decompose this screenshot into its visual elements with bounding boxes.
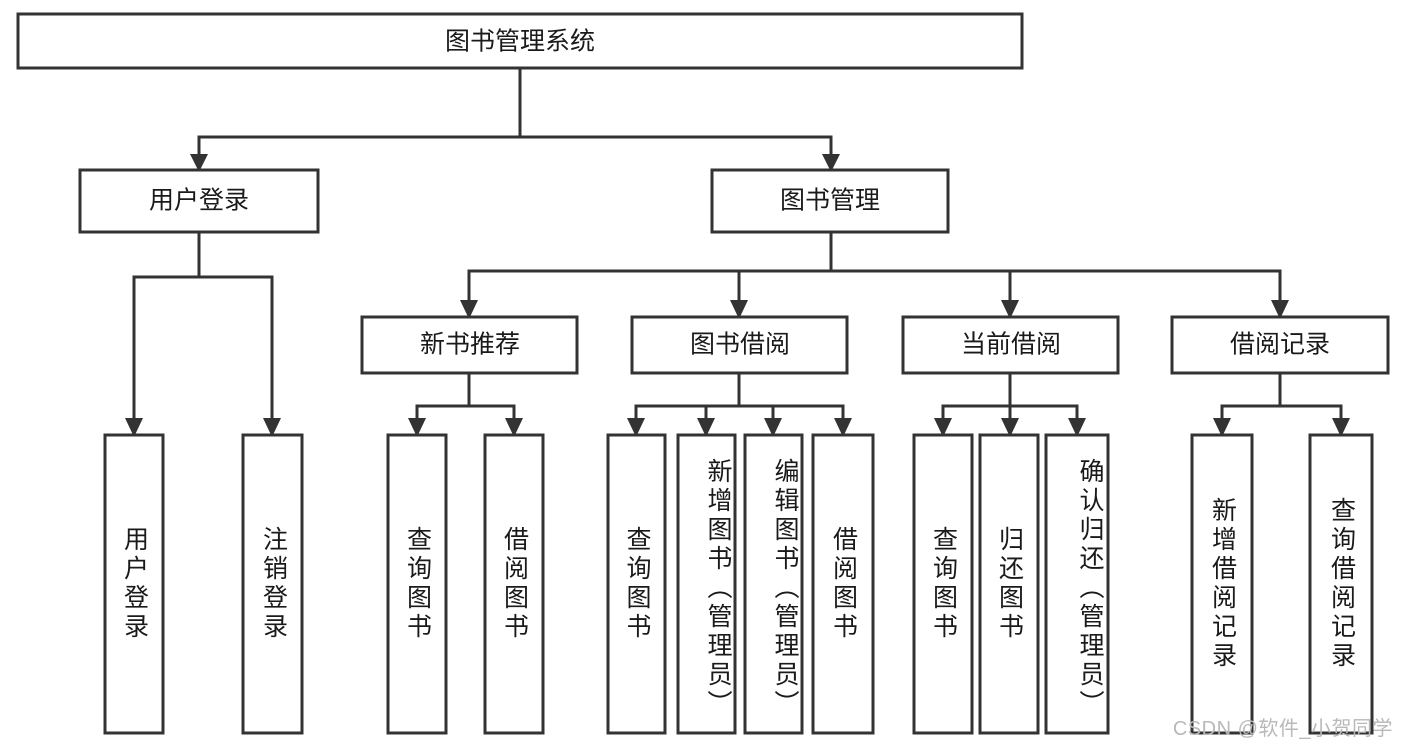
leaf-rect-logout[interactable] bbox=[241, 433, 304, 735]
node-new-book-recommend-label: 新书推荐 bbox=[420, 331, 520, 359]
arrowhead-cu-leaf2 bbox=[1001, 418, 1019, 437]
node-book-borrow[interactable]: 图书借阅 bbox=[630, 315, 849, 375]
node-current-borrow-label: 当前借阅 bbox=[961, 331, 1061, 359]
arrowhead-records bbox=[1271, 300, 1289, 319]
node-user-login-rect[interactable] bbox=[78, 168, 320, 234]
leaf-rect-add-book[interactable] bbox=[676, 433, 737, 735]
node-borrow-records[interactable]: 借阅记录 bbox=[1170, 315, 1390, 375]
arrowhead-nb-leaf2 bbox=[505, 418, 523, 437]
arrowhead-logout-leaf bbox=[263, 418, 281, 437]
node-current-borrow-rect[interactable] bbox=[901, 315, 1120, 375]
arrowhead-cu-leaf3 bbox=[1068, 418, 1086, 437]
leaf-rect-query-book-2[interactable] bbox=[606, 433, 667, 735]
leaf-rect-query-book-1[interactable] bbox=[386, 433, 448, 735]
node-book-management-label: 图书管理 bbox=[780, 187, 880, 215]
node-borrow-records-label: 借阅记录 bbox=[1230, 331, 1330, 359]
connectors bbox=[125, 66, 1350, 437]
leaf-rects bbox=[103, 433, 1374, 735]
arrowhead-bo-leaf3 bbox=[764, 418, 782, 437]
node-book-management[interactable]: 图书管理 bbox=[710, 168, 950, 234]
arrowhead-bookmgmt bbox=[822, 154, 840, 172]
leaf-rect-edit-book[interactable] bbox=[743, 433, 804, 735]
node-current-borrow[interactable]: 当前借阅 bbox=[901, 315, 1120, 375]
arrowhead-bo-leaf2 bbox=[697, 418, 715, 437]
arrowhead-re-leaf1 bbox=[1213, 418, 1231, 437]
node-new-book-recommend[interactable]: 新书推荐 bbox=[360, 315, 579, 375]
arrowhead-login bbox=[190, 154, 208, 172]
node-book-management-rect[interactable] bbox=[710, 168, 950, 234]
leaf-rect-borrow-book-1[interactable] bbox=[483, 433, 545, 735]
arrowhead-nb-leaf1 bbox=[408, 418, 426, 437]
arrowhead-bo-leaf4 bbox=[834, 418, 852, 437]
arrowhead-user-login-leaf bbox=[125, 418, 143, 437]
node-borrow-records-rect[interactable] bbox=[1170, 315, 1390, 375]
leaf-rect-query-record[interactable] bbox=[1308, 433, 1374, 735]
arrowhead-newbook bbox=[460, 300, 478, 319]
arrowhead-current bbox=[1001, 300, 1019, 319]
node-user-login[interactable]: 用户登录 bbox=[78, 168, 320, 234]
leaf-rect-borrow-book-2[interactable] bbox=[811, 433, 875, 735]
node-book-borrow-rect[interactable] bbox=[630, 315, 849, 375]
leaf-rect-return-book[interactable] bbox=[978, 433, 1040, 735]
node-new-book-recommend-rect[interactable] bbox=[360, 315, 579, 375]
csdn-watermark: CSDN @软件_小贺同学 bbox=[1172, 718, 1393, 740]
node-user-login-label: 用户登录 bbox=[149, 187, 249, 215]
node-book-borrow-label: 图书借阅 bbox=[690, 331, 790, 359]
leaf-rect-user-login[interactable] bbox=[103, 433, 165, 735]
arrowhead-borrow bbox=[730, 300, 748, 319]
node-root-label: 图书管理系统 bbox=[445, 28, 595, 56]
leaf-rect-add-record[interactable] bbox=[1190, 433, 1254, 735]
node-root-rect[interactable] bbox=[16, 12, 1024, 70]
arrowhead-cu-leaf1 bbox=[934, 418, 952, 437]
leaf-rect-confirm-return[interactable] bbox=[1044, 433, 1110, 735]
arrowhead-bo-leaf1 bbox=[627, 418, 645, 437]
node-root[interactable]: 图书管理系统 bbox=[16, 12, 1024, 70]
leaf-rect-query-book-3[interactable] bbox=[912, 433, 974, 735]
arrowhead-re-leaf2 bbox=[1332, 418, 1350, 437]
